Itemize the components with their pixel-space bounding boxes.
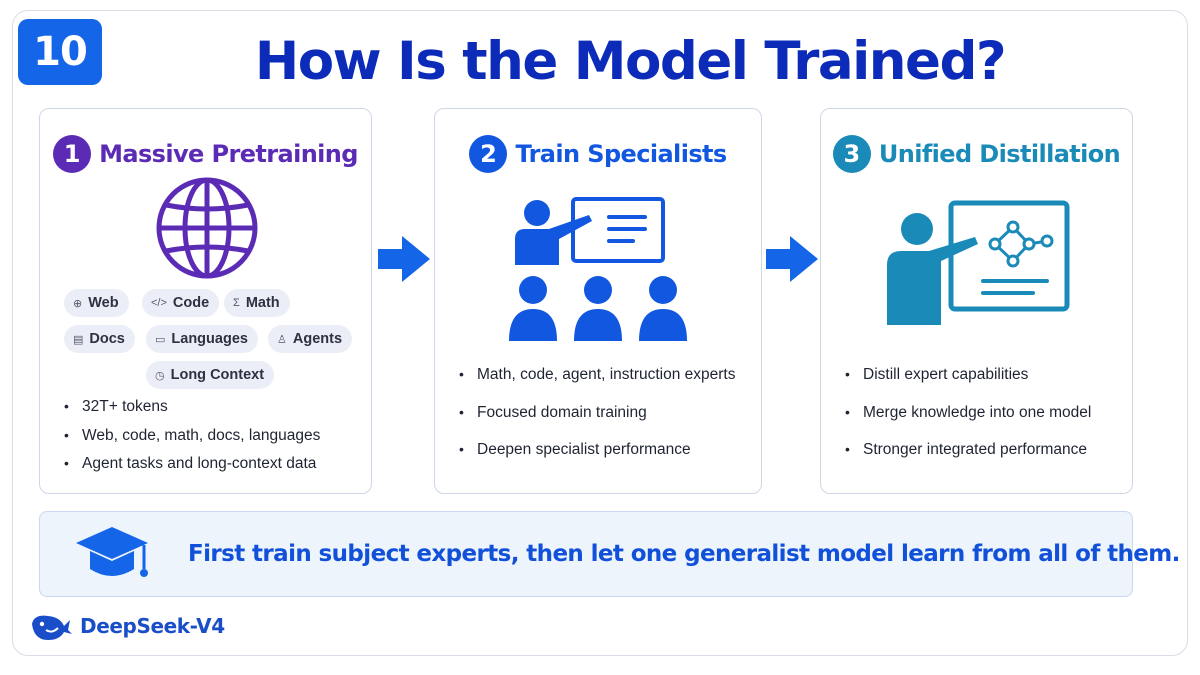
person-icon: ♙ <box>277 333 287 346</box>
step-bullets: Distill expert capabilities Merge knowle… <box>845 366 1091 479</box>
summary-banner: First train subject experts, then let on… <box>39 511 1180 597</box>
step-card-distillation: 3 Unified Distillation Distill expert ca… <box>820 108 1133 494</box>
list-item: Merge knowledge into one model <box>845 404 1091 442</box>
chip-code: </> Code <box>142 289 220 317</box>
chip-long-context: ◷ Long Context <box>146 361 275 389</box>
list-item: Agent tasks and long-context data <box>64 455 320 484</box>
summary-text: First train subject experts, then let on… <box>188 541 1180 567</box>
step-header: 2 Train Specialists <box>435 135 761 173</box>
graduation-cap-icon <box>76 527 148 577</box>
step-card-pretraining: 1 Massive Pretraining ⊕ Web </> Code Σ M… <box>39 108 372 494</box>
arrow-right-icon <box>378 236 430 282</box>
chip-math: Σ Math <box>224 289 290 317</box>
list-item: Web, code, math, docs, languages <box>64 427 320 456</box>
brand-footer: DeepSeek-V4 <box>28 610 225 642</box>
step-header: 3 Unified Distillation <box>821 135 1132 173</box>
list-item: Math, code, agent, instruction experts <box>459 366 735 404</box>
step-bullets: 32T+ tokens Web, code, math, docs, langu… <box>64 398 320 484</box>
presenter-with-network-board-icon <box>887 200 1070 325</box>
chip-web: ⊕ Web <box>64 289 129 317</box>
chip-agents: ♙ Agents <box>268 325 353 353</box>
list-item: Focused domain training <box>459 404 735 442</box>
code-icon: </> <box>151 297 167 309</box>
chat-icon: ▭ <box>155 333 166 346</box>
list-item: 32T+ tokens <box>64 398 320 427</box>
step-header: 1 Massive Pretraining <box>40 135 371 173</box>
arrow-right-icon <box>766 236 818 282</box>
slide-number-badge: 10 <box>18 19 102 85</box>
slide-title: How Is the Model Trained? <box>254 31 1007 92</box>
step-number: 3 <box>832 135 871 173</box>
step-number: 1 <box>53 135 92 173</box>
step-title: Unified Distillation <box>878 140 1121 168</box>
step-title: Train Specialists <box>515 140 727 168</box>
list-item: Distill expert capabilities <box>845 366 1091 404</box>
step-number: 2 <box>469 135 508 173</box>
brand-name: DeepSeek-V4 <box>80 614 225 638</box>
step-title: Massive Pretraining <box>99 140 358 168</box>
whale-logo-icon <box>32 615 72 640</box>
step-bullets: Math, code, agent, instruction experts F… <box>459 366 735 479</box>
list-item: Stronger integrated performance <box>845 441 1091 479</box>
chip-docs: ▤ Docs <box>64 325 135 353</box>
clock-icon: ◷ <box>155 369 165 382</box>
document-icon: ▤ <box>73 333 84 346</box>
chip-languages: ▭ Languages <box>146 325 258 353</box>
step-card-specialists: 2 Train Specialists Math, code, agent, i… <box>434 108 762 494</box>
sigma-icon: Σ <box>233 297 240 309</box>
globe-icon <box>156 177 258 279</box>
globe-icon: ⊕ <box>73 297 83 310</box>
teacher-with-students-icon <box>509 197 687 341</box>
list-item: Deepen specialist performance <box>459 441 735 479</box>
